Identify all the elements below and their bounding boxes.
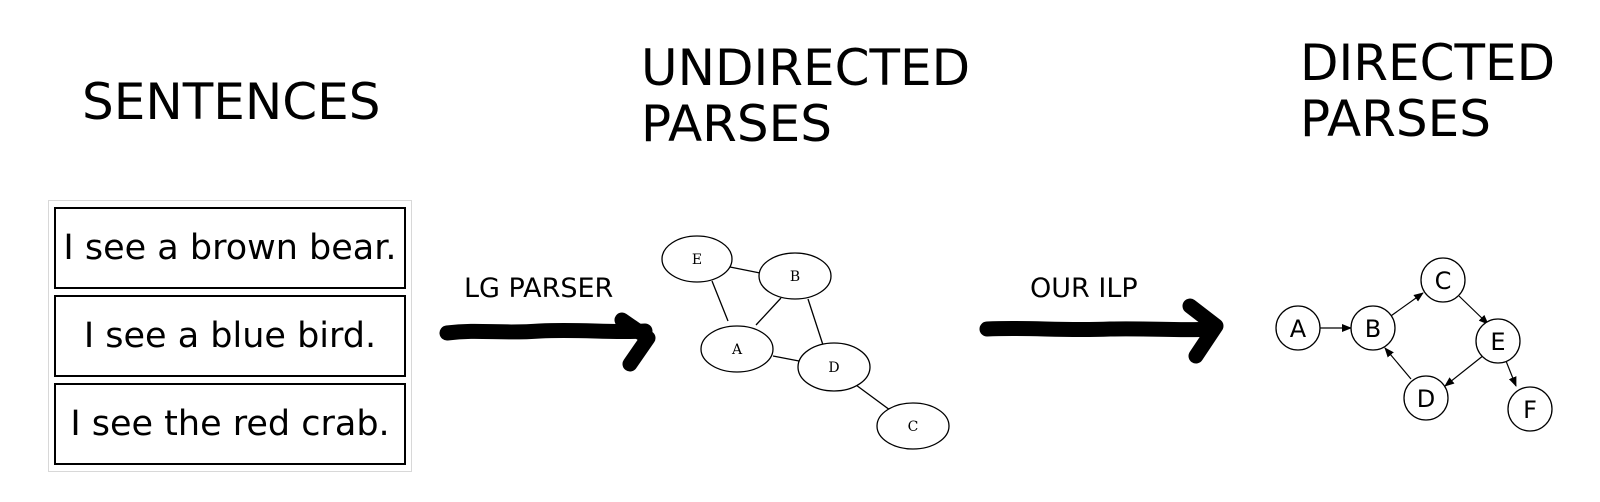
directed-heading-line-1: DIRECTED: [1300, 34, 1556, 92]
directed-node-c: [1420, 257, 1466, 303]
directed-node-f-label: F: [1523, 396, 1537, 424]
directed-node-d: [1403, 375, 1449, 421]
directed-node-c-label: C: [1435, 267, 1452, 295]
undirected-parses-heading: UNDIRECTED PARSES: [641, 40, 970, 152]
directed-edge-e-d: [1444, 354, 1485, 387]
directed-heading-line-2: PARSES: [1300, 90, 1491, 148]
undirected-edge-e-b: [729, 266, 761, 274]
undirected-node-d-label: D: [828, 360, 839, 376]
undirected-node-e: [661, 235, 733, 283]
undirected-edge-d-c: [855, 384, 895, 414]
undirected-heading-line-2: PARSES: [641, 95, 832, 153]
directed-edge-b-c: [1387, 292, 1424, 319]
lg-parser-label: LG PARSER: [464, 273, 614, 304]
undirected-edge-b-d: [807, 298, 824, 346]
undirected-node-c-label: C: [908, 419, 919, 435]
our-ilp-arrow: [979, 298, 1224, 364]
undirected-node-b-label: B: [790, 269, 800, 285]
sentence-box-2: I see a blue bird.: [54, 295, 406, 377]
undirected-node-b: [758, 252, 832, 300]
directed-node-b-label: B: [1365, 315, 1381, 343]
directed-node-e-label: E: [1490, 328, 1505, 356]
directed-node-b: [1350, 305, 1396, 351]
sentence-box-3: I see the red crab.: [54, 383, 406, 465]
sentences-heading-line: SENTENCES: [82, 73, 381, 131]
sentence-panel: I see a brown bear. I see a blue bird. I…: [48, 200, 412, 472]
directed-edge-e-f: [1505, 360, 1517, 387]
sentence-box-1: I see a brown bear.: [54, 207, 406, 289]
undirected-graph: E B A D C: [661, 235, 950, 450]
directed-graph: A B C E D F: [1275, 257, 1553, 432]
our-ilp-label: OUR ILP: [1030, 273, 1138, 304]
undirected-edge-e-a: [711, 280, 729, 322]
directed-node-d-label: D: [1417, 385, 1435, 413]
undirected-node-e-label: E: [692, 252, 702, 268]
directed-parses-heading: DIRECTED PARSES: [1300, 35, 1555, 147]
directed-edge-c-e: [1458, 295, 1489, 325]
lg-parser-arrow: [439, 312, 656, 372]
sentences-heading: SENTENCES: [82, 74, 381, 130]
directed-edge-d-b: [1384, 347, 1412, 380]
undirected-heading-line-1: UNDIRECTED: [641, 39, 971, 97]
undirected-edge-a-d: [772, 355, 800, 362]
undirected-node-c: [876, 402, 950, 450]
directed-node-e: [1475, 318, 1521, 364]
directed-node-a: [1275, 305, 1321, 351]
undirected-node-a-label: A: [731, 342, 743, 358]
undirected-edge-b-a: [755, 297, 782, 326]
directed-node-a-label: A: [1290, 315, 1307, 343]
undirected-node-d: [797, 342, 871, 392]
directed-node-f: [1507, 386, 1553, 432]
undirected-node-a: [700, 325, 774, 373]
